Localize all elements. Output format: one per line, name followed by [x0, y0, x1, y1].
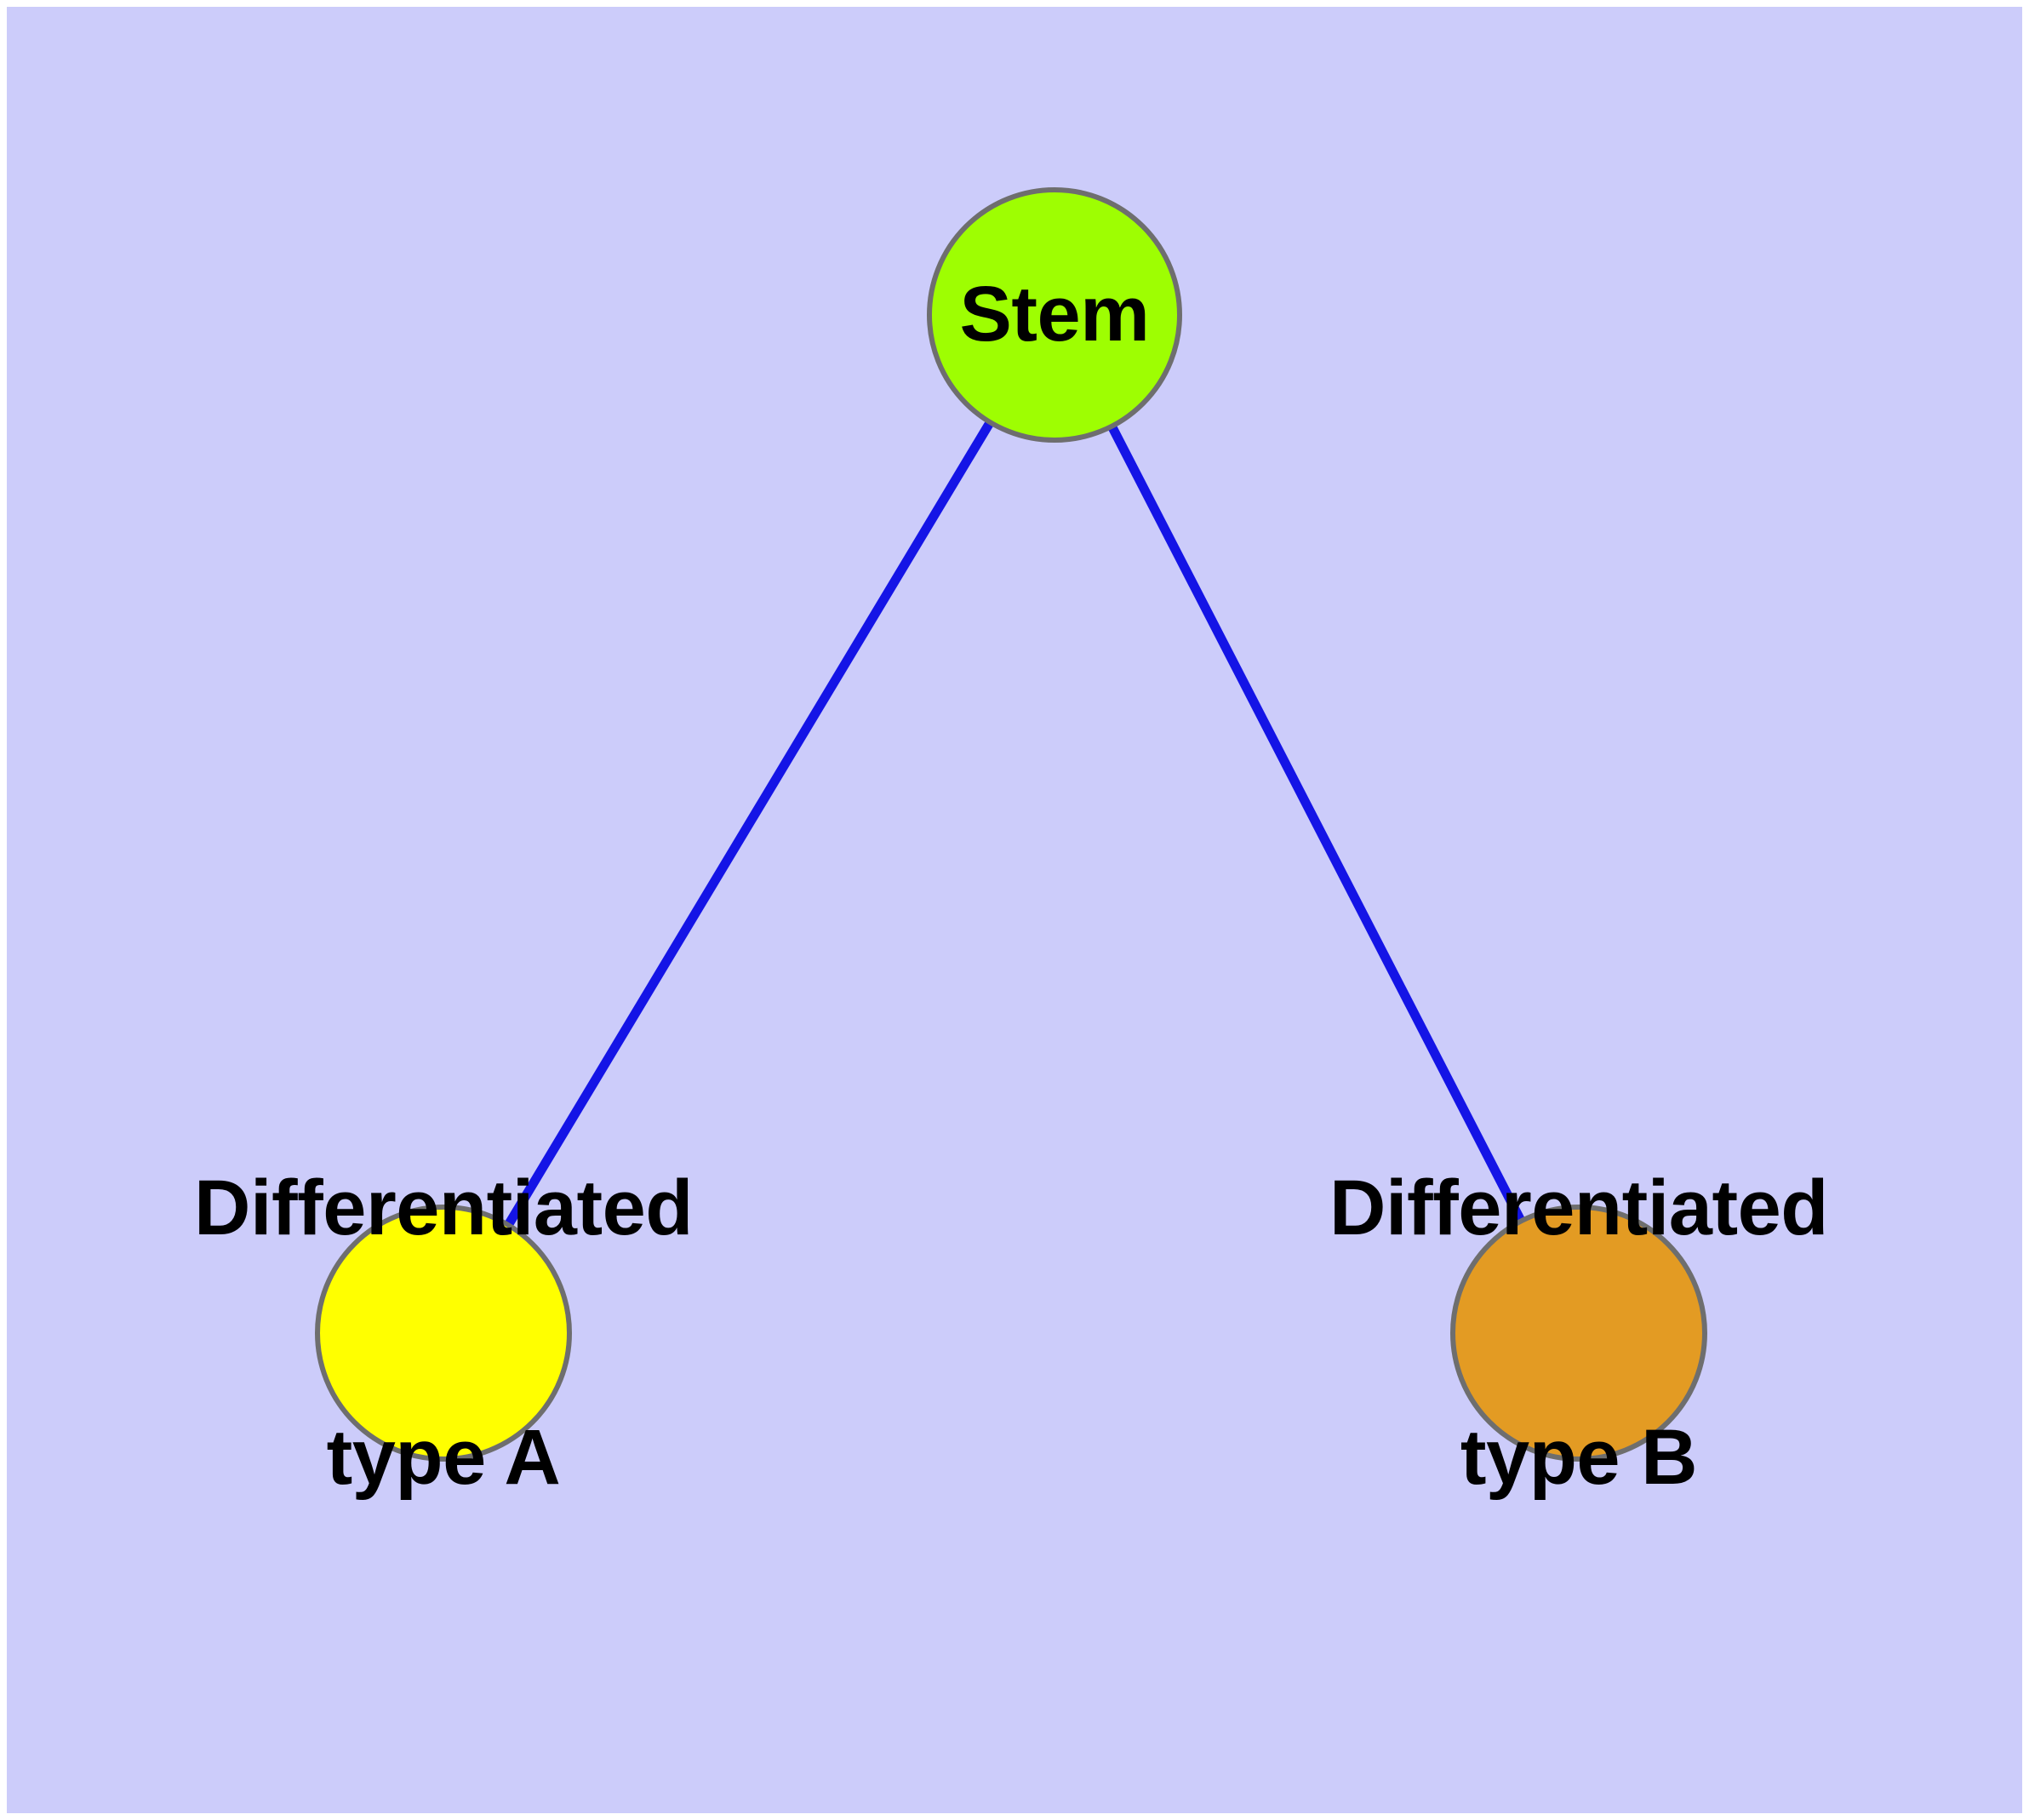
edge-stem-to-diff-a	[504, 420, 995, 1228]
node-diff-b-circle[interactable]	[1450, 1205, 1707, 1462]
edge-stem-to-diff-b	[1107, 424, 1526, 1223]
node-layer	[315, 187, 1707, 1462]
node-diff-a-circle[interactable]	[315, 1205, 572, 1462]
node-stem-circle[interactable]	[927, 187, 1182, 443]
edge-layer	[504, 420, 1526, 1228]
